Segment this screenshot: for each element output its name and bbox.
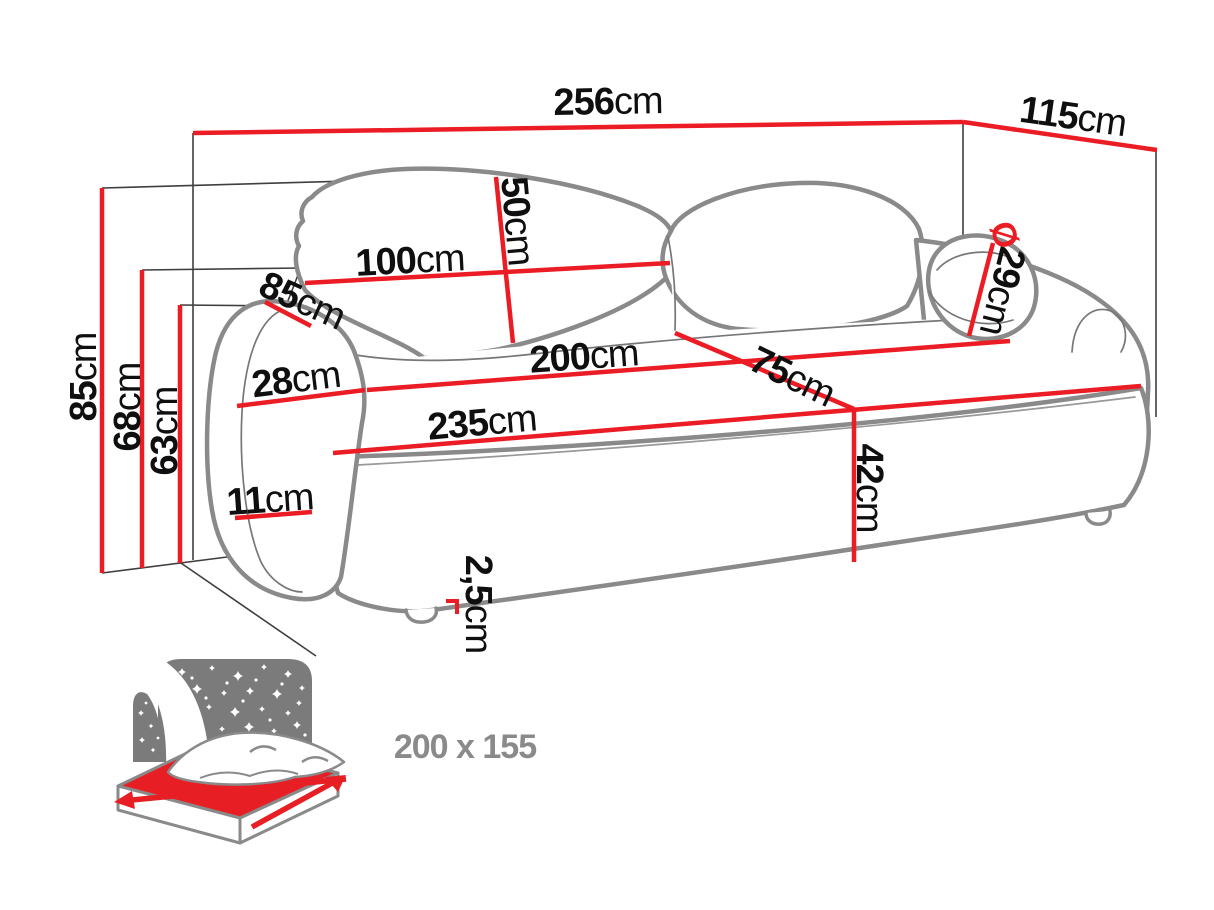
dim-line-85-arm bbox=[263, 300, 313, 328]
dim-line-28 bbox=[236, 387, 366, 409]
helper-lines bbox=[101, 122, 1157, 657]
sleeping-area-icon bbox=[114, 652, 347, 845]
dim-line-256 bbox=[192, 119, 964, 136]
dim-label-leg-height: 2,5cm bbox=[457, 554, 499, 654]
sofa-outline bbox=[204, 166, 1151, 624]
dim-line-100 bbox=[304, 260, 671, 286]
right-foot bbox=[1084, 509, 1112, 526]
dim-label-total-height: 85cm bbox=[63, 332, 105, 422]
dim-line-2-5 bbox=[446, 599, 459, 614]
bed-size-arrows bbox=[114, 775, 347, 830]
left-arm bbox=[204, 298, 367, 602]
dim-label-arm-width: 28cm bbox=[249, 353, 343, 407]
backrest-left-cushion bbox=[293, 166, 676, 361]
dim-label-backrest-width: 100cm bbox=[354, 237, 466, 285]
seat-cushion bbox=[335, 317, 1143, 457]
dim-line-115 bbox=[962, 119, 1158, 153]
dim-line-235 bbox=[332, 383, 1142, 456]
front-base bbox=[327, 385, 1151, 614]
left-foot bbox=[404, 606, 439, 624]
backrest-crease bbox=[667, 236, 677, 331]
dimension-lines bbox=[99, 119, 1158, 614]
dim-line-11 bbox=[234, 509, 313, 521]
right-arm-seam bbox=[1071, 308, 1127, 353]
dim-line-50 bbox=[493, 176, 516, 344]
front-seam bbox=[338, 396, 1136, 467]
dim-label-backrest-height: 50cm bbox=[492, 174, 542, 268]
dim-label-arm-height: 63cm bbox=[144, 386, 186, 476]
dim-label-back-height: 68cm bbox=[107, 362, 149, 452]
moon-glow-shape bbox=[128, 652, 210, 766]
sleeping-area-size-label: 200 x 155 bbox=[393, 728, 537, 766]
dim-line-200 bbox=[366, 338, 1011, 393]
dim-label-arm-front-width: 11cm bbox=[225, 476, 315, 524]
seat-back-seam bbox=[332, 316, 1013, 362]
dim-label-front-width: 235cm bbox=[425, 397, 539, 449]
dim-label-seat-height: 42cm bbox=[848, 443, 890, 533]
night-sky-panel-small bbox=[133, 692, 164, 762]
dim-label-total-width: 256cm bbox=[553, 80, 663, 124]
dim-line-29 bbox=[966, 242, 996, 337]
dim-label-seat-width: 200cm bbox=[528, 332, 640, 382]
dim-line-75 bbox=[674, 330, 855, 412]
backrest-right-cushion bbox=[660, 180, 925, 333]
blanket bbox=[166, 731, 346, 786]
